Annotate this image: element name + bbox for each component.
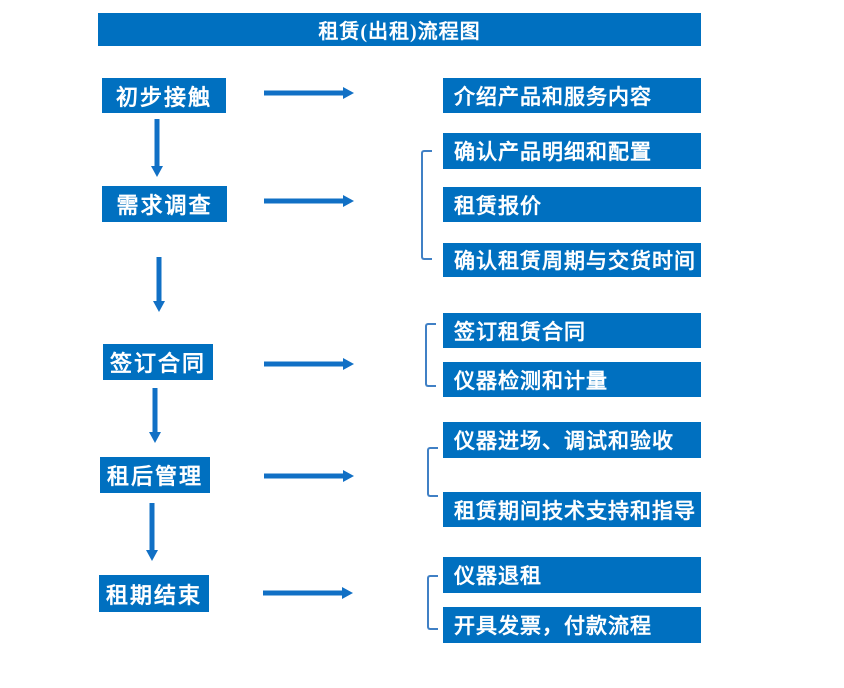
right-arrow-4 xyxy=(264,469,354,482)
step-box-rental-end: 租期结束 xyxy=(99,575,209,612)
right-arrow-4-head xyxy=(343,469,354,482)
right-arrow-5-head xyxy=(342,586,353,599)
detail-box-introduce-products: 介绍产品和服务内容 xyxy=(443,78,701,113)
right-arrow-3-head xyxy=(343,357,354,370)
down-arrow-1 xyxy=(151,119,163,177)
detail-box-sign-rental-contract: 签订租赁合同 xyxy=(443,313,701,348)
step-box-initial-contact: 初步接触 xyxy=(102,78,226,113)
right-arrow-4-shaft xyxy=(264,473,343,478)
bracket-demand-survey xyxy=(421,150,432,260)
bracket-rental-end xyxy=(427,575,438,630)
detail-box-confirm-period-delivery: 确认租赁周期与交货时间 xyxy=(443,243,701,277)
right-arrow-2-head xyxy=(343,194,354,207)
right-arrow-2 xyxy=(264,194,354,207)
right-arrow-2-shaft xyxy=(264,198,343,203)
down-arrow-4-shaft xyxy=(149,503,155,550)
right-arrow-5 xyxy=(263,586,353,599)
right-arrow-1-shaft xyxy=(264,90,343,95)
down-arrow-1-head xyxy=(151,166,163,177)
right-arrow-1 xyxy=(264,86,354,99)
right-arrow-5-shaft xyxy=(263,590,342,595)
detail-box-instrument-inspection: 仪器检测和计量 xyxy=(443,362,701,397)
flowchart-title: 租赁(出租)流程图 xyxy=(98,13,701,46)
step-box-demand-survey: 需求调查 xyxy=(102,186,227,222)
down-arrow-2-head xyxy=(153,301,165,312)
step-box-post-rental-management: 租后管理 xyxy=(100,457,210,493)
bracket-post-rental xyxy=(427,447,438,497)
step-box-sign-contract: 签订合同 xyxy=(103,344,213,380)
down-arrow-2-shaft xyxy=(156,257,162,301)
right-arrow-3-shaft xyxy=(264,361,343,366)
down-arrow-4 xyxy=(146,503,158,561)
detail-box-instrument-setup-acceptance: 仪器进场、调试和验收 xyxy=(443,422,701,458)
right-arrow-3 xyxy=(264,357,354,370)
down-arrow-1-shaft xyxy=(154,119,160,166)
bracket-sign-contract xyxy=(425,323,436,387)
detail-box-invoice-payment: 开具发票，付款流程 xyxy=(443,607,701,643)
down-arrow-3-head xyxy=(149,432,161,443)
down-arrow-2 xyxy=(153,257,165,312)
down-arrow-3-shaft xyxy=(152,388,158,432)
detail-box-rental-quote: 租赁报价 xyxy=(443,187,701,222)
down-arrow-4-head xyxy=(146,550,158,561)
detail-box-confirm-product-config: 确认产品明细和配置 xyxy=(443,133,701,169)
right-arrow-1-head xyxy=(343,86,354,99)
detail-box-instrument-return: 仪器退租 xyxy=(443,557,701,593)
detail-box-technical-support: 租赁期间技术支持和指导 xyxy=(443,492,701,527)
down-arrow-3 xyxy=(149,388,161,443)
